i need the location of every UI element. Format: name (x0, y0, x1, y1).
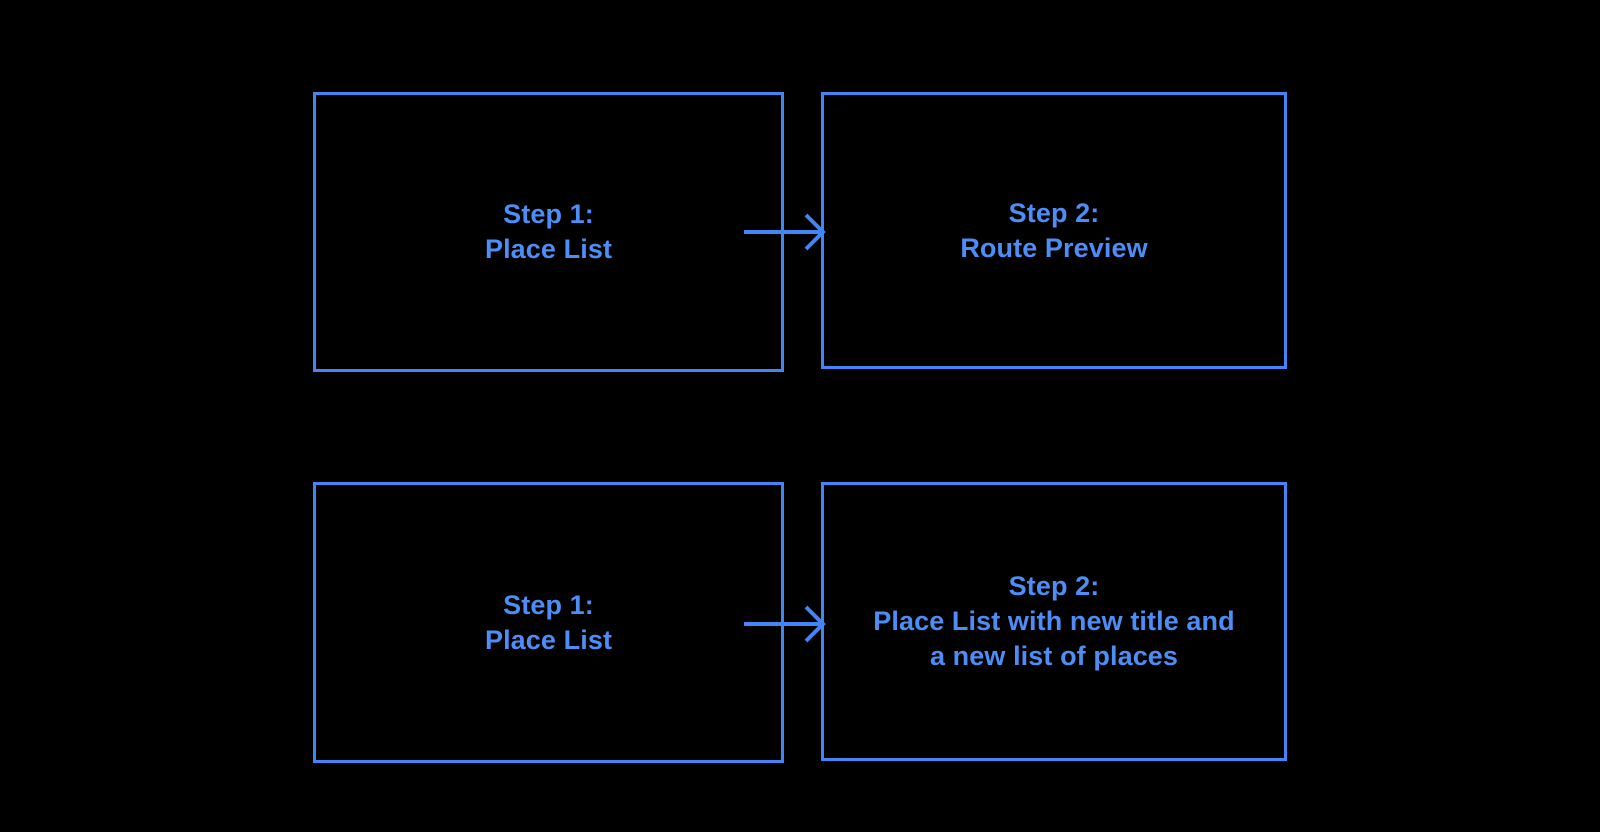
flow-box-label: Step 1: Place List (484, 199, 613, 264)
flow-box-row1-step1[interactable]: Step 1: Place List (313, 92, 784, 372)
flow-box-label: Step 2: Place List with new title and a … (873, 571, 1235, 671)
flow-box-label: Step 1: Place List (484, 589, 613, 655)
arrow-right-icon-row1 (744, 213, 826, 251)
flow-box-row2-step1[interactable]: Step 1: Place List (313, 482, 784, 763)
flow-box-row1-step2[interactable]: Step 2: Route Preview (821, 92, 1287, 369)
arrow-right-icon-row2 (744, 605, 826, 643)
flow-box-row2-step2[interactable]: Step 2: Place List with new title and a … (821, 482, 1287, 761)
flow-box-label: Step 2: Route Preview (960, 197, 1148, 263)
